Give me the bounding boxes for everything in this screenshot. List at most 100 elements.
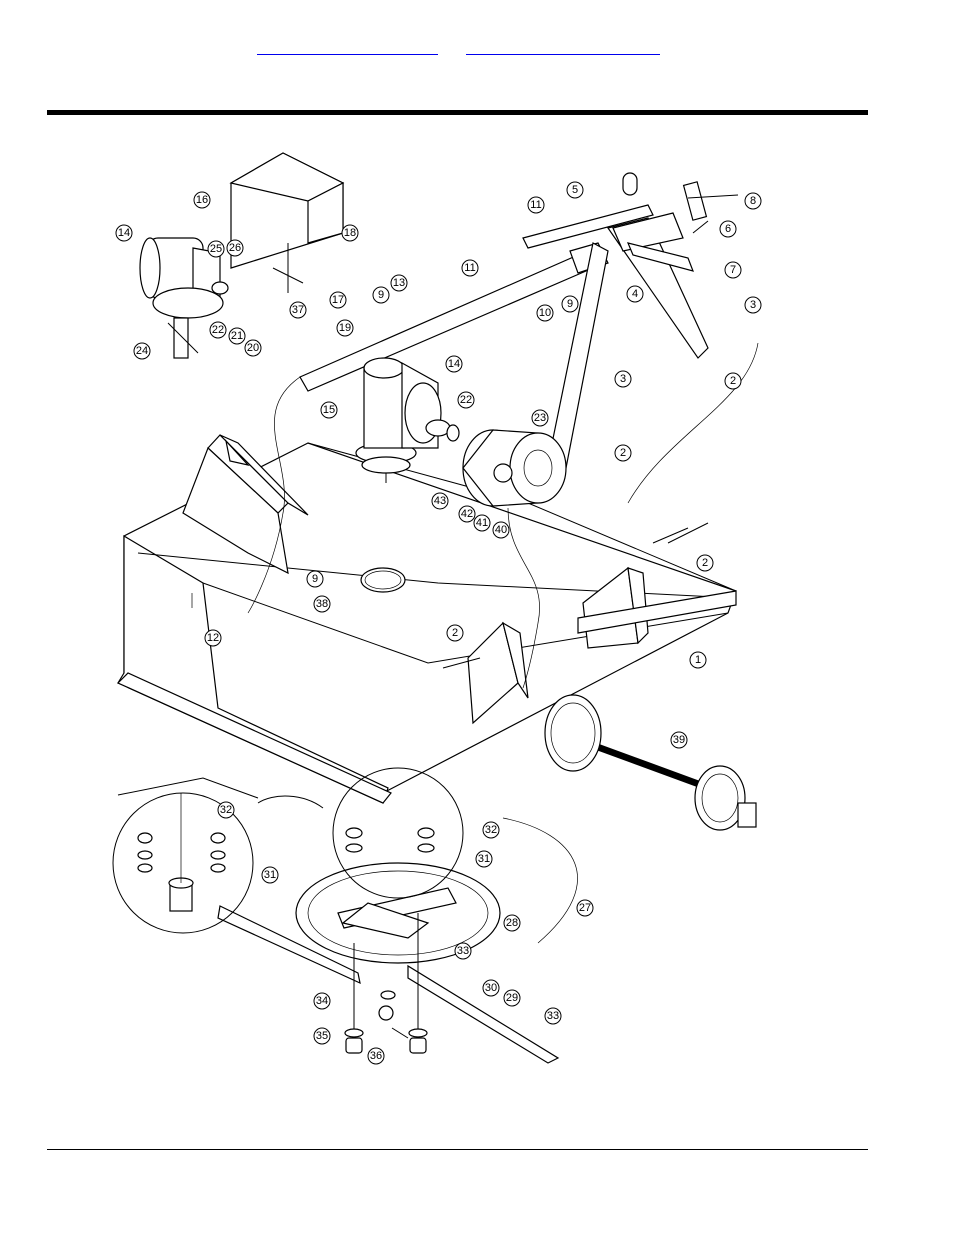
callout-32a-label: 32: [220, 804, 232, 816]
callout-26: 26: [226, 239, 244, 257]
callout-13: 13: [390, 274, 408, 292]
a-frame-links: [299, 172, 739, 469]
callout-3a-label: 3: [750, 299, 756, 311]
callout-30: 30: [482, 979, 500, 997]
callout-12-label: 12: [207, 632, 219, 644]
callout-3b-label: 3: [620, 373, 626, 385]
callout-37-label: 37: [292, 304, 304, 316]
callout-23-label: 23: [534, 412, 546, 424]
callout-15-label: 15: [323, 404, 335, 416]
callout-2b: 2: [614, 444, 632, 462]
callout-43-label: 43: [434, 495, 446, 507]
driveline: [544, 694, 757, 831]
nav-link-1[interactable]: [257, 38, 438, 55]
callout-43: 43: [431, 492, 449, 510]
callout-25-label: 25: [210, 243, 222, 255]
callout-32b-label: 32: [485, 824, 497, 836]
callout-42: 42: [458, 505, 476, 523]
callout-15: 15: [320, 401, 338, 419]
callout-18: 18: [341, 224, 359, 242]
callout-9c-label: 9: [312, 573, 318, 585]
callout-7: 7: [724, 261, 742, 279]
callout-36: 36: [367, 1047, 385, 1065]
nav-link-2[interactable]: [466, 38, 660, 55]
callout-35-label: 35: [316, 1030, 328, 1042]
callout-32a: 32: [217, 801, 235, 819]
callout-24-label: 24: [136, 345, 148, 357]
callout-20: 20: [244, 339, 262, 357]
center-gearbox: [355, 357, 451, 483]
callout-18-label: 18: [344, 227, 356, 239]
callout-26-label: 26: [229, 242, 241, 254]
exploded-view-drawing: 1 2 2 2 2 3 3 4 5 6 7 8 9 9 9 10 11 11 1…: [112, 152, 762, 1065]
callout-10: 10: [536, 304, 554, 322]
callout-1: 1: [689, 651, 707, 669]
callout-36-label: 36: [370, 1050, 382, 1062]
blade-assembly: [217, 862, 560, 1064]
callout-19: 19: [336, 319, 354, 337]
callout-21: 21: [228, 327, 246, 345]
callout-39-label: 39: [673, 734, 685, 746]
callout-2c: 2: [724, 372, 742, 390]
callout-2d: 2: [446, 624, 464, 642]
callout-4-label: 4: [632, 288, 638, 300]
callout-34: 34: [313, 992, 331, 1010]
callout-20-label: 20: [247, 342, 259, 354]
callout-2d-label: 2: [452, 627, 458, 639]
callout-22a-label: 22: [212, 324, 224, 336]
callout-2a: 2: [696, 554, 714, 572]
callout-30-label: 30: [485, 982, 497, 994]
callout-14b-label: 14: [448, 358, 460, 370]
callout-28: 28: [503, 914, 521, 932]
parts-diagram: 1 2 2 2 2 3 3 4 5 6 7 8 9 9 9 10 11 11 1…: [108, 143, 773, 1078]
callout-14a-label: 14: [118, 227, 130, 239]
leader-lines: [191, 342, 759, 944]
callout-11a: 11: [527, 196, 545, 214]
callout-29-label: 29: [506, 992, 518, 1004]
callout-27-label: 27: [579, 902, 591, 914]
inset-gearbox: [139, 237, 229, 359]
callout-13-label: 13: [393, 277, 405, 289]
callout-14a: 14: [115, 224, 133, 242]
callout-28-label: 28: [506, 917, 518, 929]
callout-31a-label: 31: [264, 869, 276, 881]
callout-22b-label: 22: [460, 394, 472, 406]
gearbox-shield: [229, 152, 345, 293]
callout-37: 37: [289, 301, 307, 319]
callout-6-label: 6: [725, 223, 731, 235]
callout-25: 25: [207, 240, 225, 258]
callout-19-label: 19: [339, 322, 351, 334]
callout-41: 41: [473, 514, 491, 532]
callout-2c-label: 2: [730, 375, 736, 387]
mower-deck: [116, 434, 737, 804]
callout-7-label: 7: [730, 264, 736, 276]
callout-41-label: 41: [476, 517, 488, 529]
callout-3a: 3: [744, 296, 762, 314]
callout-4: 4: [626, 285, 644, 303]
callout-32b: 32: [482, 821, 500, 839]
callout-38-label: 38: [316, 598, 328, 610]
callout-33a-label: 33: [457, 945, 469, 957]
callout-11b-label: 11: [464, 262, 475, 274]
callout-6: 6: [719, 220, 737, 238]
callout-23: 23: [531, 409, 549, 427]
callout-27: 27: [576, 899, 594, 917]
callout-8-label: 8: [750, 195, 756, 207]
callout-11a-label: 11: [530, 199, 541, 211]
callout-29: 29: [503, 989, 521, 1007]
callout-14b: 14: [445, 355, 463, 373]
callout-24: 24: [133, 342, 151, 360]
callout-3b: 3: [614, 370, 632, 388]
header-rule: [47, 110, 868, 115]
callout-35: 35: [313, 1027, 331, 1045]
callout-42-label: 42: [461, 508, 473, 520]
callout-33b: 33: [544, 1007, 562, 1025]
callout-12: 12: [204, 629, 222, 647]
callout-38: 38: [313, 595, 331, 613]
callout-33b-label: 33: [547, 1010, 559, 1022]
hub-detail-inset: [112, 767, 464, 934]
footer-rule: [47, 1149, 868, 1150]
callout-5: 5: [566, 181, 584, 199]
callout-31b: 31: [475, 850, 493, 868]
callout-10-label: 10: [539, 307, 551, 319]
